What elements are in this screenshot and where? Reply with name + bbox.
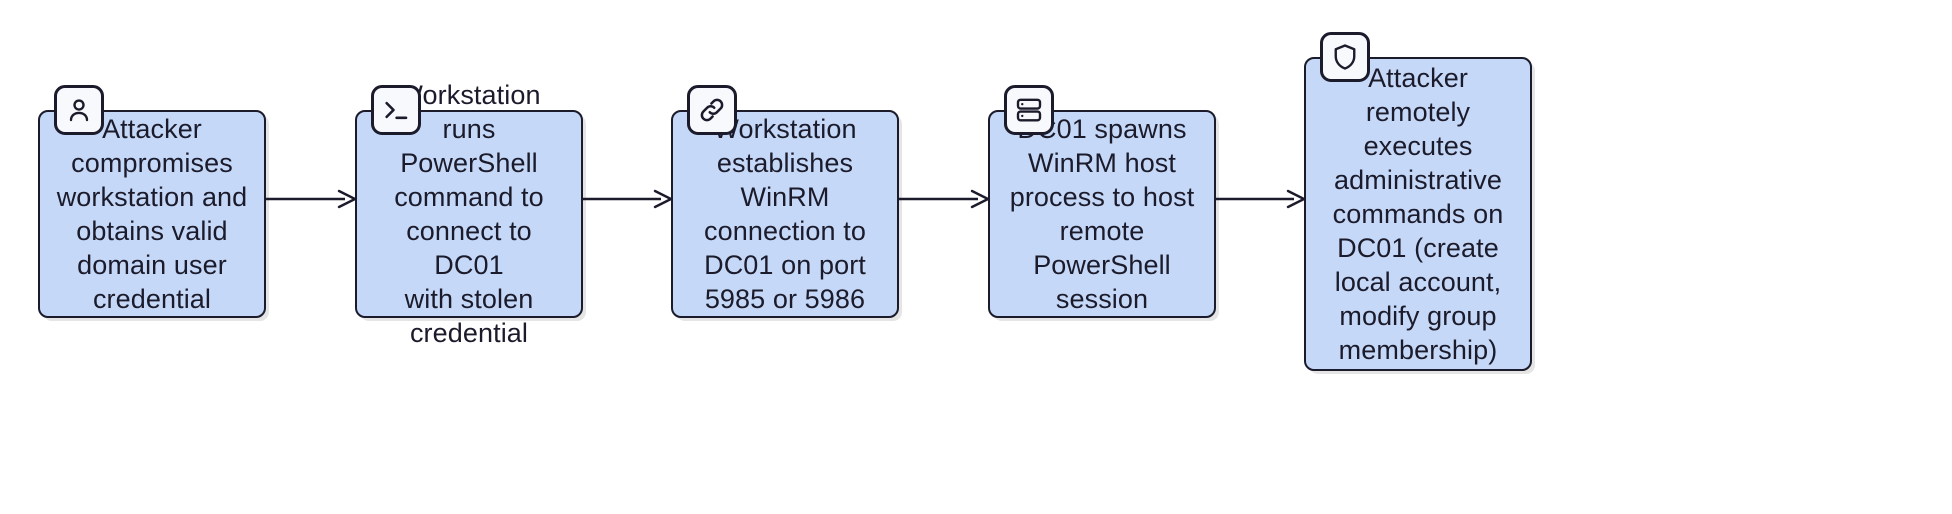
- shield-icon: [1320, 32, 1370, 82]
- server-stack-icon: [1004, 85, 1054, 135]
- person-icon: [54, 85, 104, 135]
- edge-arrow: [899, 184, 990, 214]
- flow-node-label: Workstation runs PowerShell command to c…: [394, 79, 544, 349]
- flow-node-label: DC01 spawns WinRM host process to host r…: [1009, 113, 1195, 315]
- link-chain-icon: [687, 85, 737, 135]
- edge-arrow: [583, 184, 673, 214]
- flow-node-label: Attacker compromises workstation and obt…: [56, 113, 248, 315]
- terminal-prompt-icon: [371, 85, 421, 135]
- flow-node-n4[interactable]: DC01 spawns WinRM host process to host r…: [988, 110, 1216, 318]
- flow-node-n3[interactable]: Workstation establishes WinRM connection…: [671, 110, 899, 318]
- flow-node-n5[interactable]: Attacker remotely executes administrativ…: [1304, 57, 1532, 371]
- flow-node-n1[interactable]: Attacker compromises workstation and obt…: [38, 110, 266, 318]
- flow-node-label: Workstation establishes WinRM connection…: [704, 113, 866, 315]
- flow-node-label: Attacker remotely executes administrativ…: [1332, 62, 1504, 366]
- edge-arrow: [266, 184, 357, 214]
- edge-arrow: [1216, 184, 1306, 214]
- flow-node-n2[interactable]: Workstation runs PowerShell command to c…: [355, 80, 583, 348]
